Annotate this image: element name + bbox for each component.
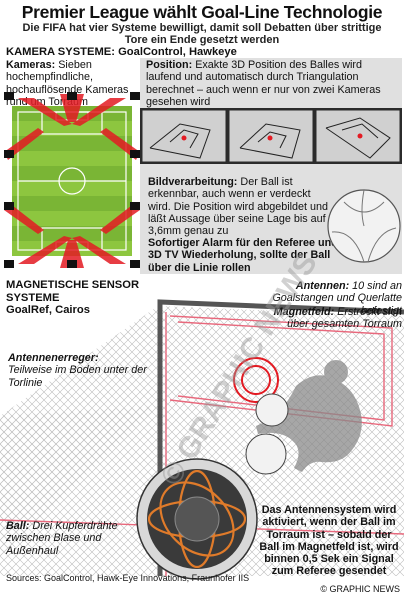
exciter-description: Teilweise im Boden unter der Torlinie — [8, 364, 147, 389]
exciter-text-block: Antennenerreger: Teilweise im Boden unte… — [8, 352, 148, 389]
antenna-rings — [233, 357, 279, 403]
cameras-term: Kameras: — [6, 59, 56, 71]
pitch-camera-diagram — [4, 92, 140, 268]
camera-views — [141, 109, 401, 163]
field-term: Magnetfeld: — [273, 306, 335, 318]
field-description: Erstreckt sich über gesamten Torraum — [287, 306, 402, 331]
page-title: Premier League wählt Goal-Line Technolog… — [21, 2, 383, 22]
antennas-description: 10 sind an Goalstangen und Querlatte bef… — [272, 280, 402, 317]
magnetic-section-heading: MAGNETISCHE SENSOR SYSTEME — [6, 279, 140, 304]
exciter-term: Antennenerreger: — [8, 352, 99, 364]
processing-description: Der Ball ist erkennbar, auch wenn er ver… — [148, 176, 329, 238]
ball-description: Drei Kupferdrähte zwischen Blase und Auß… — [6, 520, 118, 557]
camera-markers — [4, 92, 140, 268]
antennas-term: Antennen: — [295, 280, 350, 292]
goal-balls — [245, 393, 289, 475]
goalkeeper-silhouette — [256, 360, 362, 472]
activation-text: Das Antennensystem wird aktiviert, wenn … — [259, 504, 399, 578]
magnetic-systems: GoalRef, Cairos — [6, 304, 90, 316]
antennas-text-block: Antennen: 10 sind an Goalstangen und Que… — [258, 280, 402, 317]
field-text-block: Magnetfeld: Erstreckt sich über gesamten… — [268, 306, 402, 331]
position-text-block: Position: Exakte 3D Position des Balles … — [146, 59, 400, 108]
camera-section-heading: KAMERA SYSTEME: GoalControl, Hawkeye — [6, 46, 237, 58]
ball-term: Ball: — [6, 520, 30, 532]
processing-text-block: Bildverarbeitung: Der Ball ist erkennbar… — [148, 176, 334, 237]
ball-text-block: Ball: Drei Kupferdrähte zwischen Blase u… — [6, 520, 134, 557]
page-subtitle: Die FIFA hat vier Systeme bewilligt, dam… — [22, 22, 382, 46]
sources-text: Sources: GoalControl, Hawk-Eye Innovatio… — [6, 573, 250, 583]
position-term: Position: — [146, 59, 193, 71]
processing-term: Bildverarbeitung: — [148, 176, 238, 188]
position-panel — [140, 58, 402, 108]
football-illustration — [327, 189, 401, 263]
sensor-ball-illustration — [136, 458, 258, 580]
alarm-text: Sofortiger Alarm für den Referee und 3D … — [148, 237, 338, 274]
position-description: Exakte 3D Position des Balles wird laufe… — [146, 59, 381, 108]
credit-text: © GRAPHIC NEWS — [320, 584, 400, 594]
